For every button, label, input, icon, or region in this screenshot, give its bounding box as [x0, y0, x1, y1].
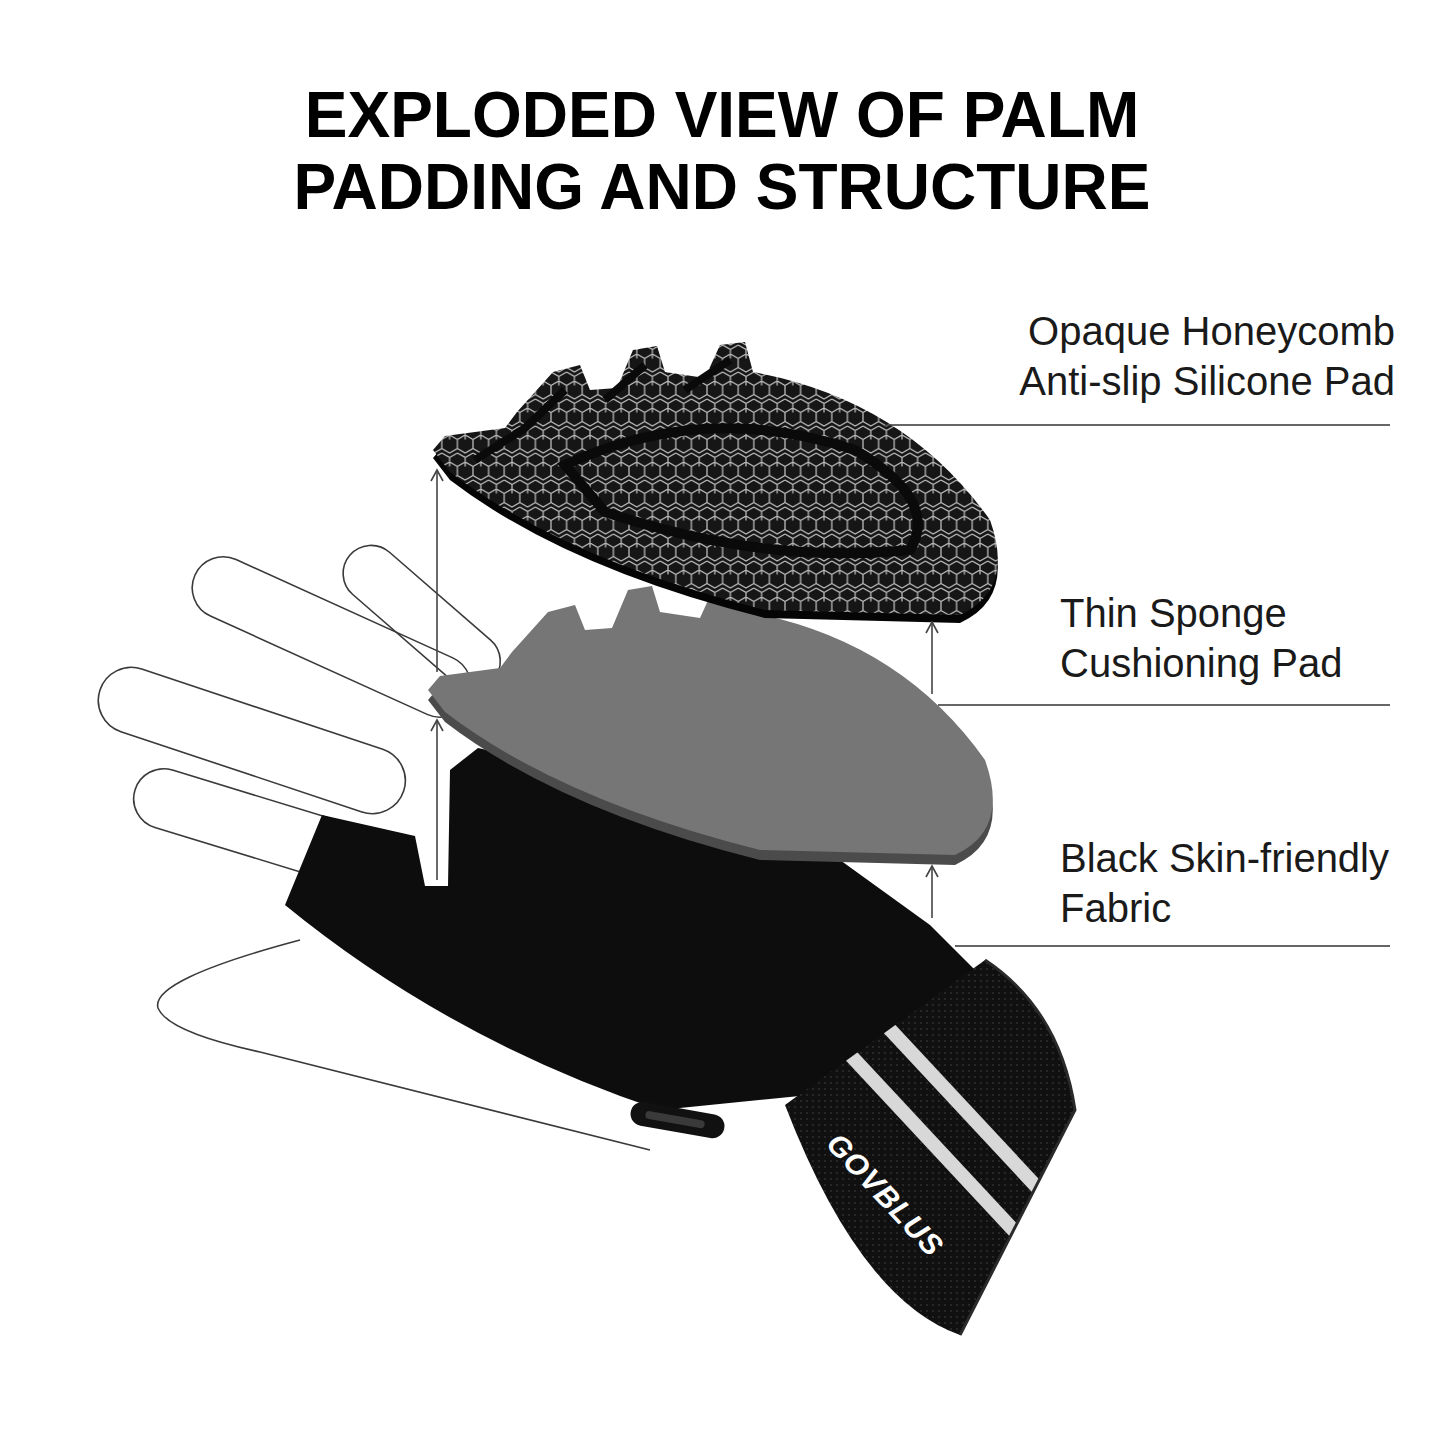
assembly-arrows	[431, 470, 938, 918]
title: EXPLODED VIEW OF PALM PADDING AND STRUCT…	[242, 79, 1202, 223]
label-slot: Thin Sponge Cushioning Pad	[1060, 588, 1420, 688]
callout-label: Black Skin-friendly Fabric	[1060, 833, 1420, 933]
callout-label: Opaque Honeycomb Anti-slip Silicone Pad	[955, 306, 1395, 406]
band-stripes	[800, 965, 1102, 1293]
silicone-ridge	[475, 360, 730, 460]
arrow-line	[931, 866, 933, 918]
label-slot: Black Skin-friendly Fabric	[1060, 833, 1420, 933]
arrow-line	[931, 622, 933, 694]
strap-loop-hole	[645, 1111, 705, 1129]
finger-outline	[90, 659, 414, 823]
sponge-pad	[428, 582, 993, 855]
leader-line	[938, 704, 1390, 706]
silicone-pad	[433, 342, 998, 615]
band-rim	[960, 960, 1075, 1335]
band-stripe	[830, 965, 1102, 1257]
arrow-line	[436, 470, 438, 672]
arrow-head	[431, 720, 443, 731]
leader-line	[885, 424, 1390, 426]
callout-label: Thin Sponge Cushioning Pad	[1060, 588, 1420, 688]
silicone-ridge	[565, 428, 918, 553]
wrist-band	[785, 960, 1075, 1335]
title-slot: EXPLODED VIEW OF PALM PADDING AND STRUCT…	[242, 79, 1202, 223]
arrow-head	[926, 866, 938, 877]
arrow-head	[926, 622, 938, 633]
label-slot: Opaque Honeycomb Anti-slip Silicone Pad	[955, 306, 1395, 406]
strap-loop	[629, 1100, 727, 1140]
arrow-head	[431, 470, 443, 481]
leader-line	[955, 945, 1390, 947]
band-stripe	[800, 1001, 1072, 1293]
silicone-pad-group	[433, 342, 998, 623]
arrow-line	[436, 720, 438, 880]
